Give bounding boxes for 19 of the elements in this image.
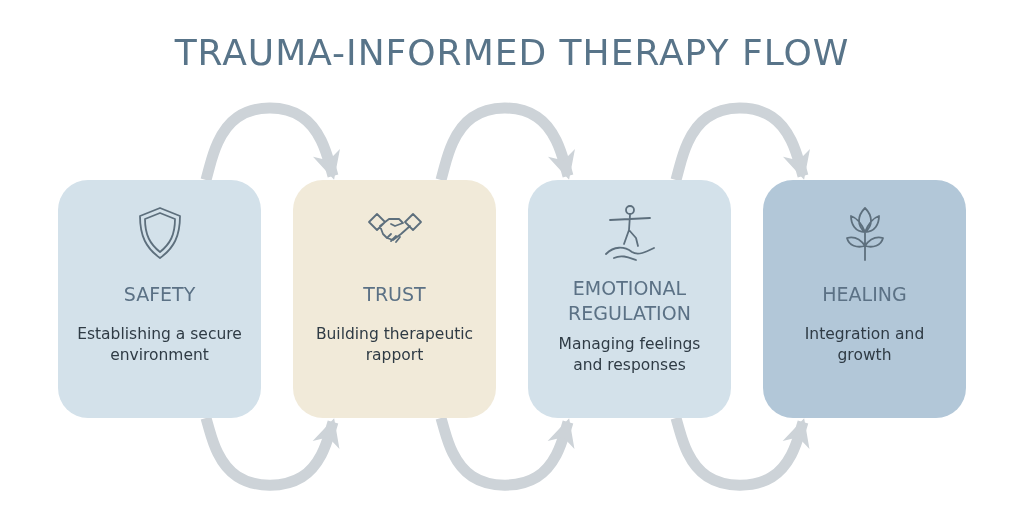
curved-arrow: [200, 416, 340, 491]
process-card: [293, 180, 496, 418]
process-card: [528, 180, 731, 418]
curved-arrow: [200, 102, 340, 182]
diagram-title: TRAUMA-INFORMED THERAPY FLOW: [173, 32, 851, 73]
curved-arrow: [435, 416, 575, 491]
process-card: [58, 180, 261, 418]
curved-arrow: [670, 416, 810, 491]
step-title: TRUST: [362, 282, 427, 307]
step-description: Establishing a secure environment: [76, 324, 243, 366]
step-description: Managing feelings and responses: [557, 334, 702, 376]
step-title: EMOTIONAL REGULATION: [567, 276, 692, 326]
step-title: HEALING: [821, 282, 908, 307]
step-description: Integration and growth: [803, 324, 926, 366]
step-description: Building therapeutic rapport: [314, 324, 475, 366]
curved-arrow: [670, 102, 810, 182]
step-title: SAFETY: [122, 282, 197, 307]
process-card: [763, 180, 966, 418]
curved-arrow: [435, 102, 575, 182]
